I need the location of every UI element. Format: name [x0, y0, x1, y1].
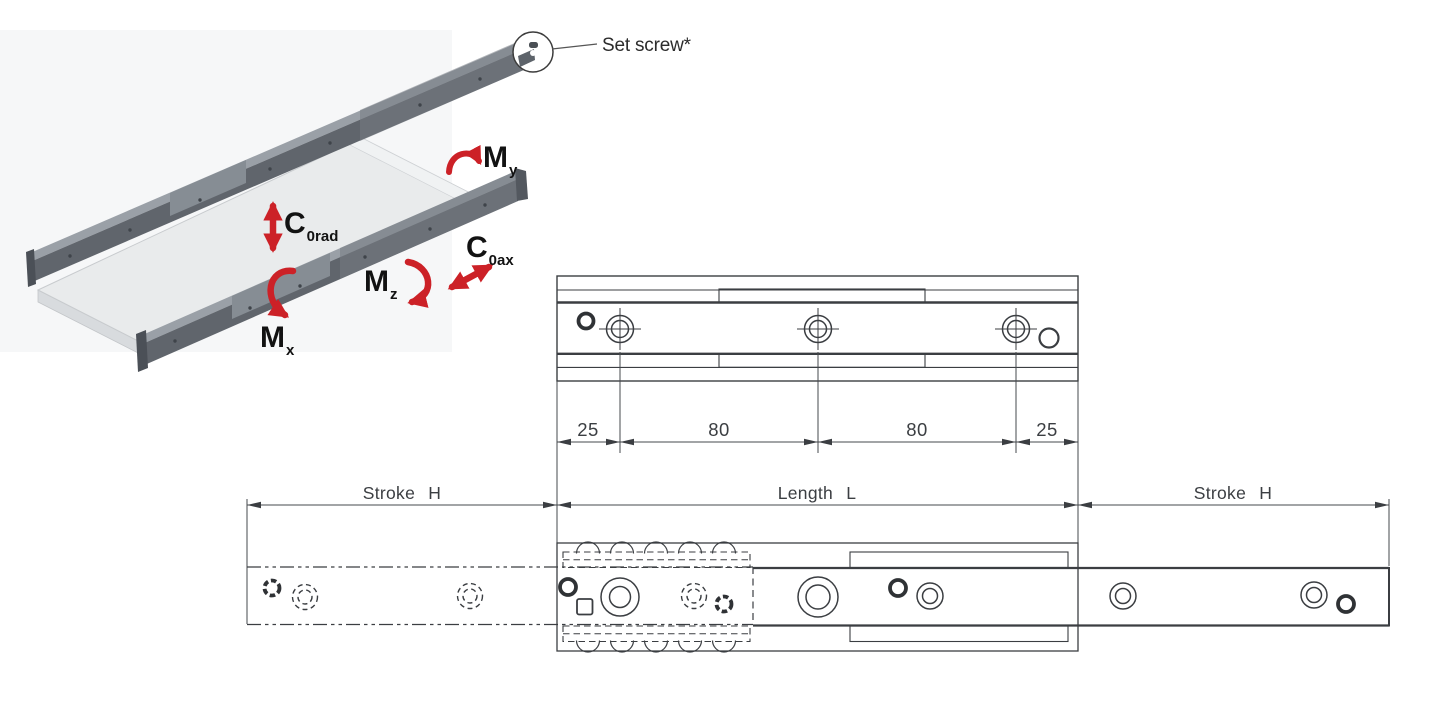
- phantom-stop-pin: [714, 594, 734, 614]
- phantom-stop-pin: [262, 578, 282, 598]
- iso-illustration: Set screw* C0rad Mx Mz C0ax My: [0, 30, 692, 372]
- mounting-hole-crosshair: [598, 307, 642, 351]
- ball-cage-strip-top: [718, 288, 926, 304]
- my-label: My: [483, 141, 518, 179]
- stop-pin-hole: [1336, 594, 1356, 614]
- dim-25-right: 25: [1036, 419, 1057, 440]
- length-l-label: Length L: [778, 483, 857, 503]
- phantom-hole: [456, 582, 484, 610]
- hole-spacing-dimension: 25 80 80 25: [557, 419, 1078, 446]
- dim-25-left: 25: [577, 419, 598, 440]
- ball-cage-strip-bottom: [718, 353, 926, 368]
- load-labels: C0rad Mx Mz C0ax My: [260, 141, 518, 359]
- front-rail-end-cap-left: [136, 330, 148, 372]
- front-rail-extended-member: [340, 170, 518, 279]
- phantom-extended-rail: [247, 551, 754, 643]
- rail-hole: [1300, 581, 1328, 609]
- stop-pin-hole: [576, 311, 596, 331]
- mounting-hole-center: [797, 576, 839, 618]
- stop-pin-hole: [558, 577, 578, 597]
- rail-hole: [1109, 582, 1137, 610]
- phantom-hole: [291, 583, 319, 611]
- square-cutout: [576, 598, 594, 616]
- back-rail-screws: [68, 77, 482, 258]
- c0rad-label: C0rad: [284, 207, 338, 245]
- back-rail: [26, 35, 533, 287]
- mz-label: Mz: [364, 265, 398, 303]
- mz-arrow: [404, 258, 432, 308]
- ball-cage-strip: [849, 625, 1069, 643]
- fixed-rail-features: [558, 576, 839, 618]
- back-rail-ball-cage: [170, 160, 246, 216]
- profile-notch: [530, 50, 536, 56]
- mounting-hole-crosshair: [994, 307, 1038, 351]
- stroke-h-right-label: Stroke H: [1194, 483, 1272, 503]
- phantom-hole: [680, 582, 708, 610]
- stop-pin-hole: [888, 578, 908, 598]
- front-rail-end-cap-right: [515, 168, 528, 201]
- extension-lines: [556, 352, 1079, 543]
- ball-cage-strip: [849, 551, 1069, 569]
- front-rail-ball-cage: [232, 253, 330, 319]
- mounting-hole-large: [600, 577, 640, 617]
- stroke-length-dimensions: Stroke H Length L Stroke H: [246, 483, 1390, 624]
- callout-leader-line: [551, 43, 598, 50]
- top-view-drawing: 25 80 80 25: [556, 275, 1079, 543]
- dim-80-right: 80: [906, 419, 927, 440]
- back-rail-extended-member: [360, 35, 533, 141]
- load-arrows: [263, 144, 494, 319]
- bottom-view-drawing: Stroke H Length L Stroke H: [246, 483, 1390, 653]
- phantom-cage-strip: [562, 551, 751, 569]
- phantom-cage-strip: [562, 625, 751, 643]
- rail-hole: [916, 582, 944, 610]
- stroke-h-left-label: Stroke H: [363, 483, 441, 503]
- dim-80-left: 80: [708, 419, 729, 440]
- set-screw-label: Set screw*: [602, 35, 692, 56]
- set-screw-callout: Set screw*: [512, 31, 692, 73]
- set-screw-profile: [529, 42, 538, 48]
- mx-label: Mx: [260, 321, 295, 359]
- back-rail-end-cap: [26, 249, 36, 287]
- mx-arrow: [267, 267, 297, 319]
- mounting-hole-crosshair: [796, 307, 840, 351]
- c0ax-arrow: [447, 263, 494, 291]
- front-rail: [136, 168, 528, 372]
- front-rail-screws: [173, 203, 487, 343]
- right-rail-features: [888, 578, 1356, 614]
- c0ax-label: C0ax: [466, 231, 514, 269]
- my-arrow: [446, 144, 482, 175]
- access-hole: [1038, 327, 1060, 349]
- outer-rail-outline: [556, 542, 1079, 652]
